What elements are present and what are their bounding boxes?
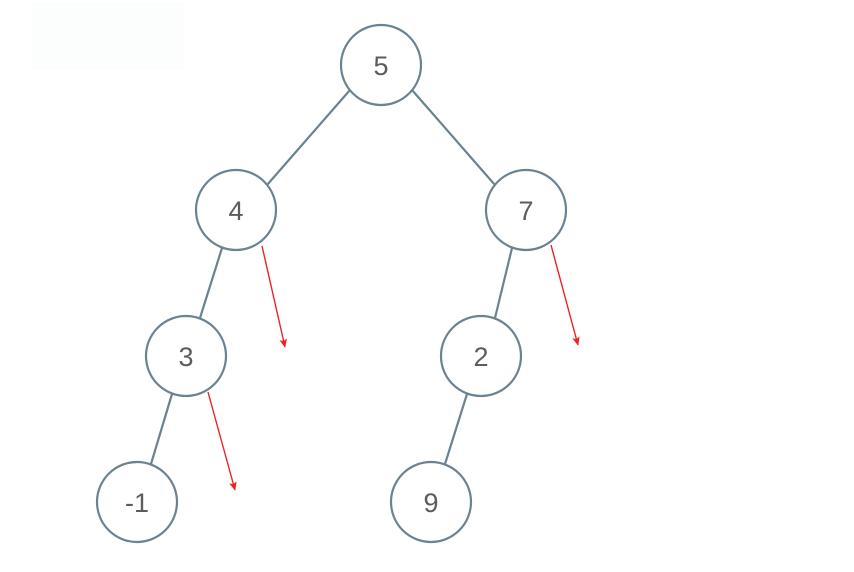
tree-node-3[interactable]: 3 <box>144 314 228 398</box>
node-label-9: 9 <box>423 488 438 518</box>
tree-edge-group <box>149 88 514 466</box>
tree-edge-4-3 <box>198 246 224 320</box>
node-circle-3[interactable] <box>144 314 228 398</box>
node-circle-4[interactable] <box>194 168 278 252</box>
annotation-arrow-group <box>207 244 580 491</box>
tree-edge-3-minus1 <box>149 392 174 466</box>
node-circle-7[interactable] <box>484 168 568 252</box>
annotation-arrow-node-3 <box>207 391 237 491</box>
tree-edge-2-9 <box>443 392 469 466</box>
node-label-minus1: -1 <box>125 488 149 518</box>
tree-node-group: 5 4 7 3 2 -1 9 <box>95 23 568 544</box>
tree-node-4[interactable]: 4 <box>194 168 278 252</box>
tree-node-5[interactable]: 5 <box>339 23 423 107</box>
node-label-3: 3 <box>178 342 193 372</box>
tree-node-minus1[interactable]: -1 <box>95 460 179 544</box>
tree-node-2[interactable]: 2 <box>439 314 523 398</box>
annotation-arrow-node-7 <box>550 244 580 346</box>
node-label-7: 7 <box>518 196 533 226</box>
tree-edge-5-4 <box>265 88 352 187</box>
tree-node-9[interactable]: 9 <box>389 460 473 544</box>
tree-edge-7-2 <box>493 246 514 320</box>
node-label-2: 2 <box>473 342 488 372</box>
node-circle-5[interactable] <box>339 23 423 107</box>
node-circle-2[interactable] <box>439 314 523 398</box>
node-circle-minus1[interactable] <box>95 460 179 544</box>
tree-node-7[interactable]: 7 <box>484 168 568 252</box>
node-circle-9[interactable] <box>389 460 473 544</box>
background-tint-block <box>32 2 184 70</box>
node-label-5: 5 <box>373 51 388 81</box>
annotation-arrow-node-4 <box>261 245 287 348</box>
node-label-4: 4 <box>228 196 243 226</box>
tree-edge-5-7 <box>410 88 497 187</box>
